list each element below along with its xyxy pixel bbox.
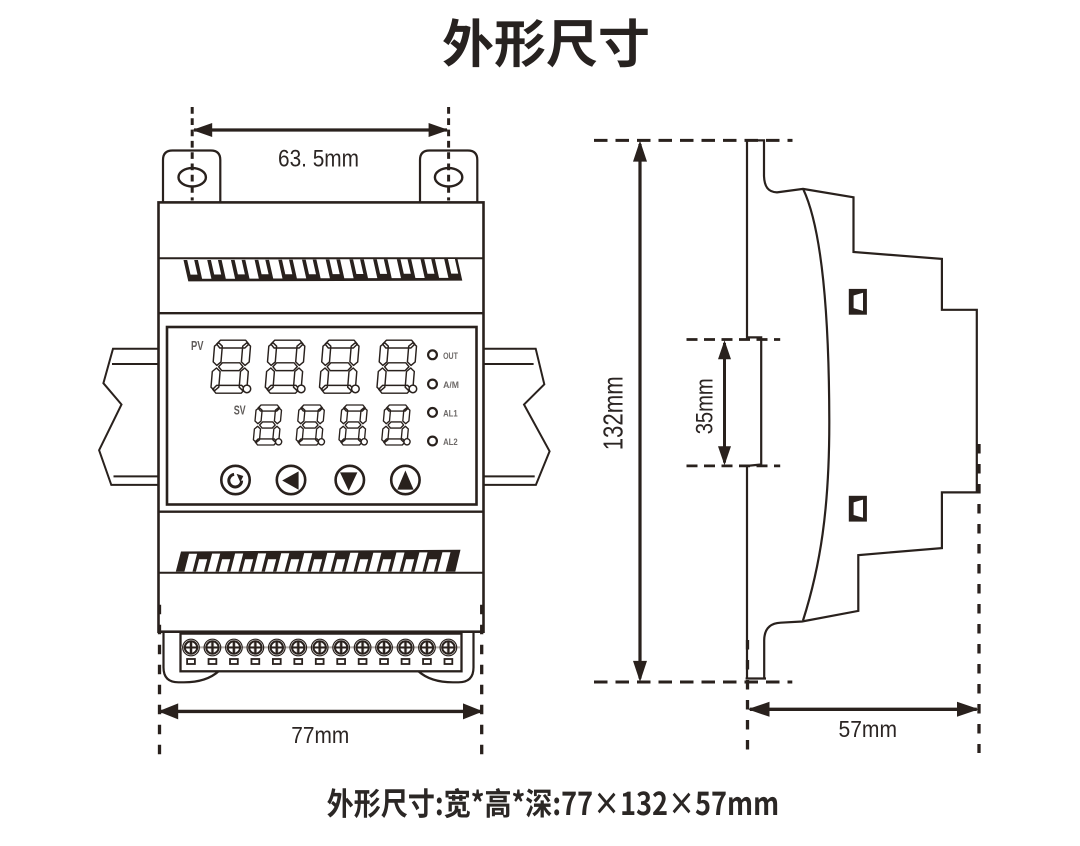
svg-text:AL1: AL1: [443, 408, 458, 419]
svg-text:77mm: 77mm: [291, 722, 349, 748]
svg-text:63. 5mm: 63. 5mm: [278, 146, 359, 173]
svg-text:132mm: 132mm: [598, 376, 629, 450]
svg-text:A/M: A/M: [443, 380, 459, 391]
svg-text:OUT: OUT: [443, 351, 458, 362]
svg-text:57mm: 57mm: [839, 716, 898, 742]
svg-text:SV: SV: [234, 404, 246, 418]
svg-text:PV: PV: [191, 339, 204, 353]
svg-text:35mm: 35mm: [691, 378, 718, 434]
svg-text:AL2: AL2: [443, 437, 458, 448]
